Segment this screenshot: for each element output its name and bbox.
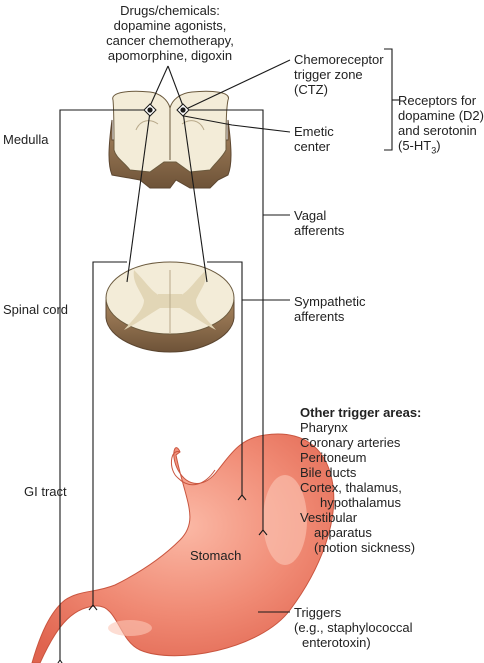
trigger-item: Bile ducts [300,465,357,480]
ctz-label-line: Chemoreceptor [294,52,384,67]
trigger-item: Cortex, thalamus, [300,480,402,495]
medulla-label: Medulla [3,132,49,147]
trigger-item: Vestibular [300,510,358,525]
stomach-label: Stomach [190,548,242,563]
emetic-center-label: Emetic center [294,124,334,154]
drugs-label-line: Drugs/chemicals: [120,3,220,18]
spinal-cord-label: Spinal cord [3,302,69,317]
triggers-label: Triggers (e.g., staphylococcal enterotox… [294,605,413,650]
other-triggers-title: Other trigger areas: [300,405,422,420]
receptors-label: Receptors for dopamine (D2) and serotoni… [398,93,484,159]
trigger-item: Coronary arteries [300,435,401,450]
emetic-label-line: Emetic [294,124,334,139]
trigger-item: apparatus [314,525,372,540]
stomach [31,433,335,663]
ctz-label-line: trigger zone [294,67,363,82]
triggers-label-line: (e.g., staphylococcal [294,620,413,635]
receptors-ht-prefix: (5-HT [398,138,432,153]
trigger-item: Peritoneum [300,450,367,465]
gi-tract-label: GI tract [24,484,67,499]
receptors-label-line: (5-HT3) [398,138,484,159]
ctz-label-line: (CTZ) [294,82,328,97]
sympathetic-afferents-label: Sympathetic afferents [294,294,366,324]
drugs-label: Drugs/chemicals: dopamine agonists, canc… [100,3,240,63]
receptors-label-line: and serotonin [398,123,477,138]
receptors-ht-suffix: ) [436,138,441,153]
receptors-ht-subscript: 3 [431,145,437,156]
trigger-item: Pharynx [300,420,348,435]
vagal-label-line: afferents [294,223,345,238]
vagal-label-line: Vagal [294,208,327,223]
ctz-markers [143,103,190,117]
ctz-label: Chemoreceptor trigger zone (CTZ) [294,52,384,97]
drugs-label-line: cancer chemotherapy, [106,33,234,48]
trigger-item: (motion sickness) [314,540,416,555]
sympathetic-label-line: afferents [294,309,345,324]
drugs-label-line: dopamine agonists, [113,18,227,33]
emetic-label-line: center [294,139,331,154]
triggers-label-line: enterotoxin) [302,635,371,650]
medulla-section [108,90,232,189]
other-trigger-areas: Other trigger areas: Pharynx Coronary ar… [300,405,421,555]
sympathetic-label-line: Sympathetic [294,294,366,309]
vagal-afferents-label: Vagal afferents [294,208,344,238]
pathway-lines [57,48,400,663]
trigger-item: hypothalamus [320,495,401,510]
receptors-label-line: dopamine (D2) [398,108,484,123]
drugs-label-line: apomorphine, digoxin [107,48,233,63]
receptors-label-line: Receptors for [398,93,477,108]
spinal-cord-section [105,261,235,353]
triggers-label-line: Triggers [294,605,342,620]
